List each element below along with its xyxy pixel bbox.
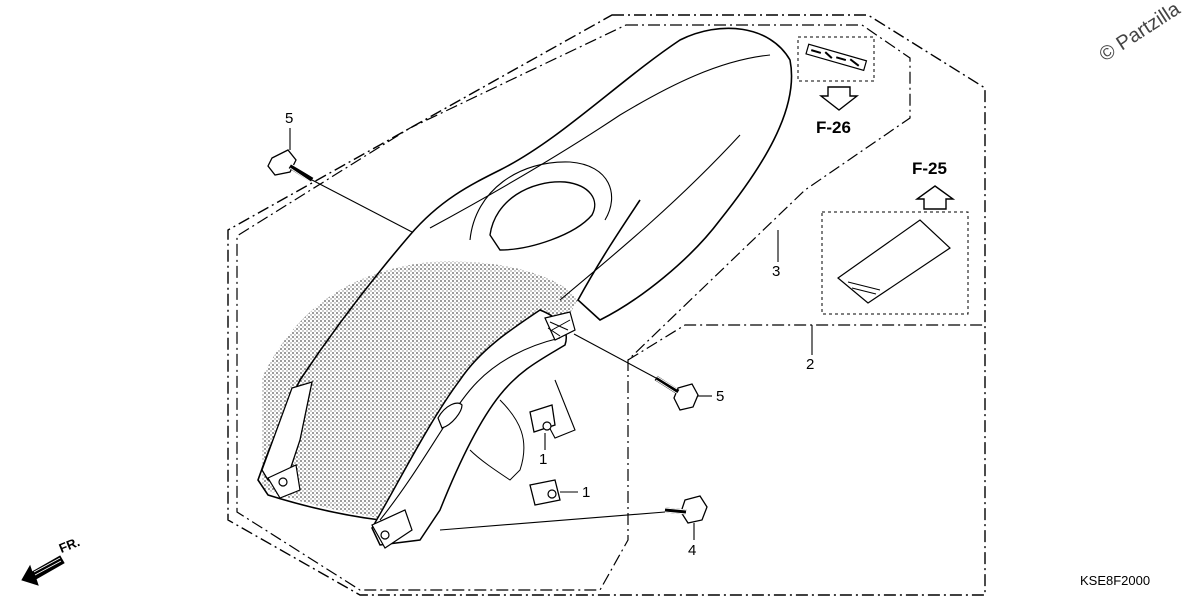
inner-fender-slot — [437, 402, 463, 429]
flange-bolt-right — [654, 375, 699, 411]
f26-reference-box — [797, 36, 875, 82]
f25-reference-box — [821, 211, 969, 315]
callout-5-right[interactable]: 5 — [716, 388, 725, 405]
flange-bolt-lower — [664, 495, 708, 524]
assembly-boundary-inner — [236, 24, 911, 591]
down-arrow-icon — [818, 86, 860, 111]
subassembly-boundary — [627, 324, 985, 361]
diagram-code: KSE8F2000 — [1080, 573, 1151, 588]
up-arrow-icon — [914, 185, 956, 210]
mount-hole-bottom — [380, 530, 390, 540]
clip-nut-lower — [529, 479, 561, 506]
fender-underside-shading — [262, 261, 578, 520]
flange-bolt-upper-left — [267, 149, 314, 183]
callout-1-lower[interactable]: 1 — [582, 484, 591, 501]
reference-f25[interactable]: F-25 — [912, 159, 947, 178]
fender-bracket-hatch — [547, 319, 571, 337]
front-arrow-hatch — [33, 557, 62, 576]
leader-lines — [289, 128, 813, 540]
assembly-boundary-outer — [227, 14, 986, 596]
fender-opening-outer — [469, 161, 613, 241]
mount-hole-left — [278, 477, 288, 487]
fender-ridge — [429, 54, 771, 229]
clip-nut-upper — [529, 404, 556, 433]
caution-label-decal — [837, 219, 951, 304]
fender-side-crease — [559, 134, 741, 301]
fender-opening — [489, 181, 596, 251]
inner-fender-lip — [379, 337, 561, 521]
callout-2[interactable]: 2 — [806, 356, 815, 373]
inner-fender-mount — [371, 509, 413, 549]
callout-4[interactable]: 4 — [688, 542, 697, 559]
reference-f26[interactable]: F-26 — [816, 118, 851, 137]
callout-3[interactable]: 3 — [772, 263, 781, 280]
clip-nut-upper-hole — [542, 421, 552, 431]
emblem-decal — [805, 43, 868, 72]
callout-5-upper[interactable]: 5 — [285, 110, 294, 127]
clip-nut-lower-hole — [547, 489, 557, 499]
callout-1-upper[interactable]: 1 — [539, 451, 548, 468]
inner-fender — [371, 309, 567, 546]
inner-fender-rear — [469, 399, 525, 481]
